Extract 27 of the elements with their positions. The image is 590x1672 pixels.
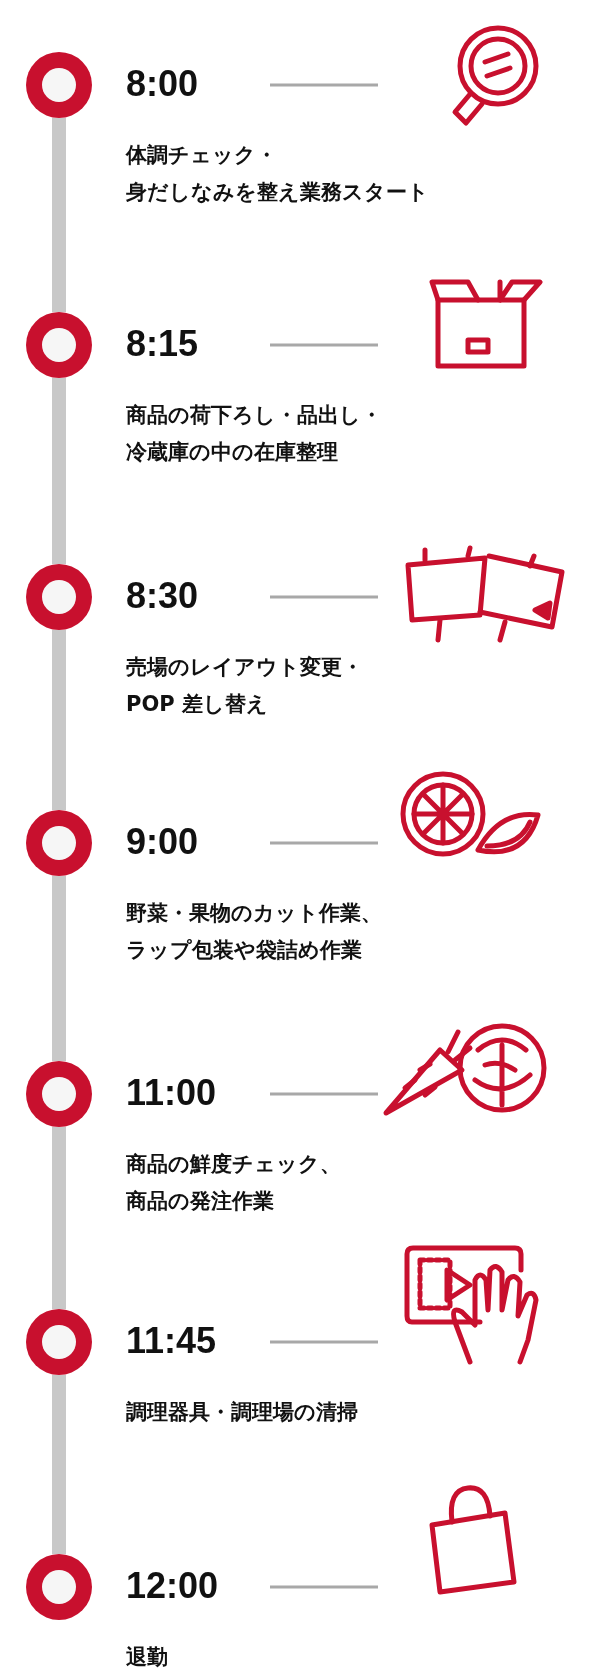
timeline-marker (26, 564, 92, 630)
timeline-line (52, 1375, 66, 1554)
timeline-marker (26, 52, 92, 118)
time-label: 12:00 (126, 1566, 219, 1606)
timeline-line (52, 876, 66, 1061)
task-description: 商品の鮮度チェック、商品の発注作業 (126, 1151, 342, 1215)
timeline-line (52, 1127, 66, 1309)
timeline-line (52, 630, 66, 810)
timeline-line (52, 118, 66, 312)
timeline-marker (26, 1309, 92, 1375)
task-description: 体調チェック・身だしなみを整え業務スタート (126, 142, 430, 206)
time-label: 9:00 (126, 822, 199, 862)
time-label: 8:15 (126, 324, 199, 364)
time-label: 8:00 (126, 64, 199, 104)
timeline-marker (26, 312, 92, 378)
task-description: 調理器具・調理場の清掃 (126, 1399, 359, 1426)
task-description: 売場のレイアウト変更・POP 差し替え (126, 654, 364, 718)
time-label: 11:00 (126, 1073, 217, 1113)
task-description: 退勤 (126, 1644, 169, 1671)
time-label: 11:45 (126, 1321, 217, 1361)
timeline-line (52, 378, 66, 564)
task-description: 野菜・果物のカット作業、ラップ包装や袋詰め作業 (126, 900, 383, 964)
time-label: 8:30 (126, 576, 199, 616)
timeline-marker (26, 1554, 92, 1620)
task-description: 商品の荷下ろし・品出し・冷蔵庫の中の在庫整理 (126, 402, 383, 466)
timeline-marker (26, 1061, 92, 1127)
timeline-marker (26, 810, 92, 876)
